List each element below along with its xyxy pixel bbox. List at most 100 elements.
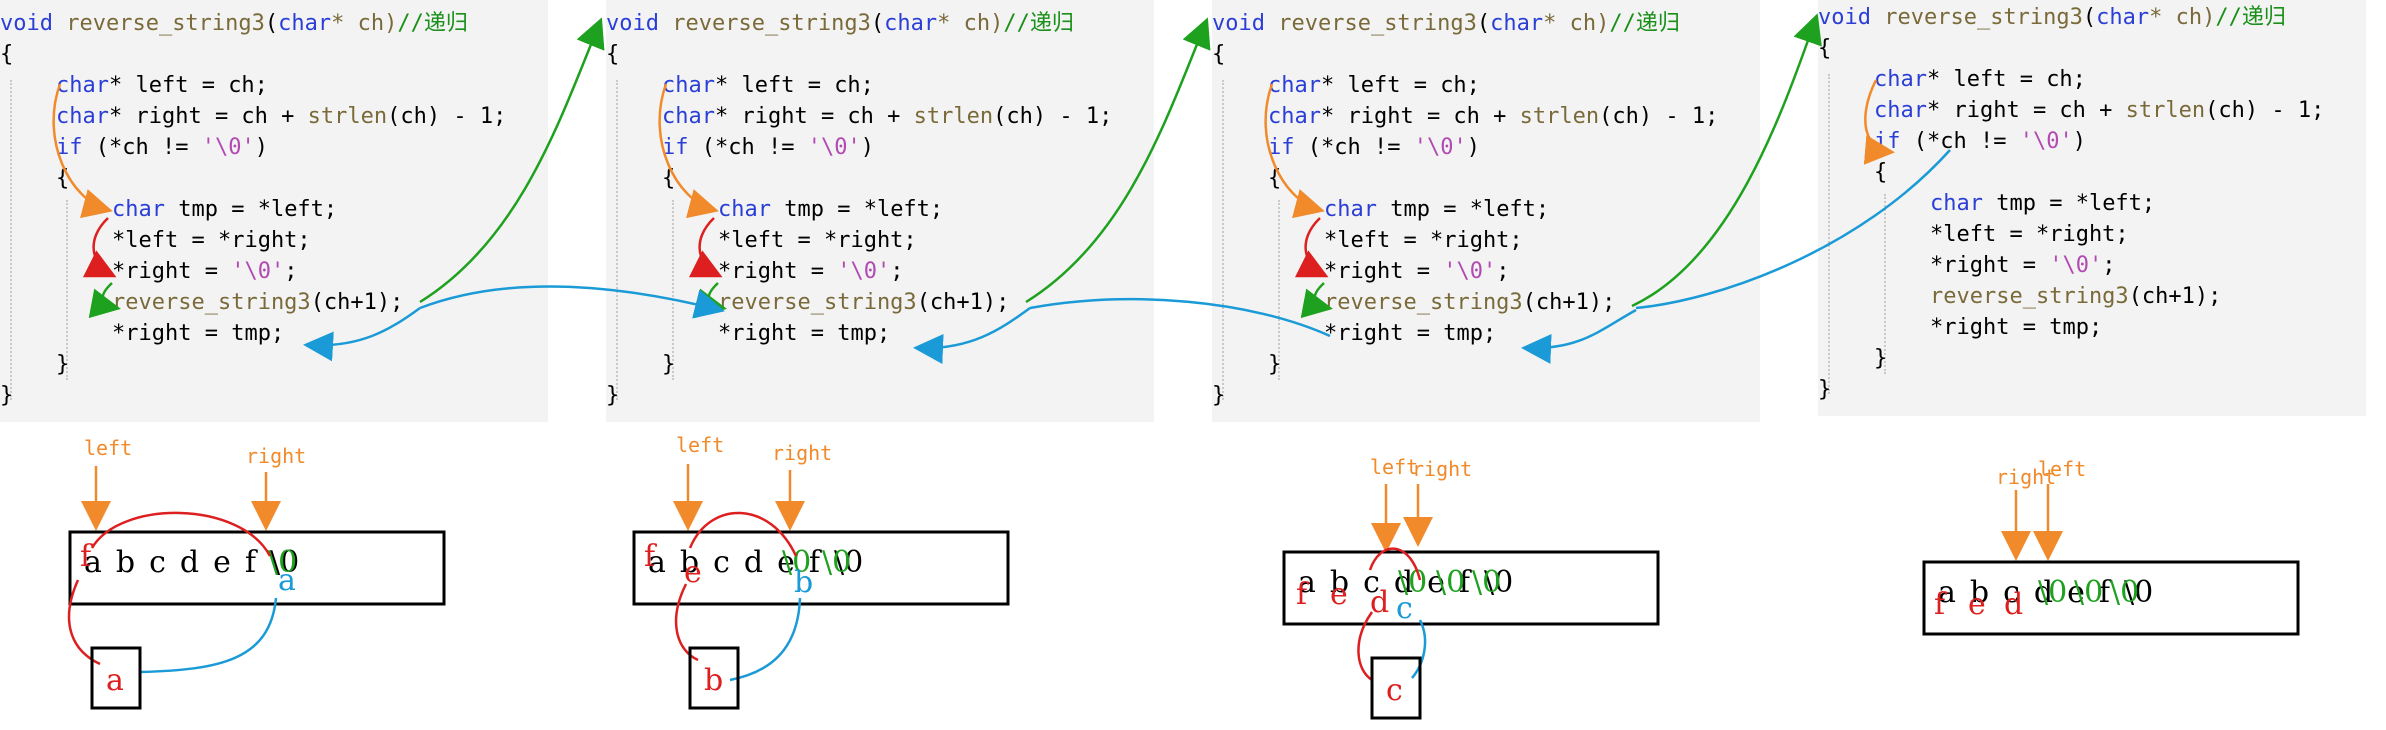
code-line-tmp: char tmp = *left;: [1930, 191, 2156, 216]
overlay-red-1: f: [1296, 577, 1309, 612]
overlay-green-2: \0: [2074, 575, 2103, 610]
code-line-left-decl: char* left = ch;: [662, 73, 874, 98]
right-pointer-label: right: [1996, 465, 2056, 489]
code-line-signature: void reverse_string3(char* ch)//递归: [1818, 5, 2286, 30]
overlay-green-1: \0: [782, 545, 811, 580]
string-box: [632, 530, 1010, 606]
code-line-right-null: *right = '\0';: [1324, 259, 1510, 284]
string-box: [1282, 550, 1660, 626]
code-line-right-tmp: *right = tmp;: [1324, 321, 1497, 346]
code-line-tmp: char tmp = *left;: [112, 197, 338, 222]
indent-guide-inner: [66, 200, 68, 380]
overlay-red-3: d: [1370, 585, 1389, 620]
overlay-green-3: \0: [2110, 575, 2139, 610]
code-line-right-tmp: *right = tmp;: [1930, 315, 2103, 340]
flow-arrows-panel-2: [658, 17, 1211, 319]
overlay-blue: a: [278, 563, 296, 598]
overlay-red-1: f: [1934, 587, 1947, 622]
code-line-recursive-call: reverse_string3(ch+1);: [718, 290, 1010, 315]
right-pointer-label: right: [246, 444, 306, 468]
return-arrows: [303, 149, 1951, 364]
flow-arrows-panel-3: [1264, 13, 1822, 319]
code-line-left-decl: char* left = ch;: [56, 73, 268, 98]
code-line-brace-close: }: [606, 383, 620, 408]
code-line-right-tmp: *right = tmp;: [112, 321, 285, 346]
overlay-red-3: d: [2004, 587, 2023, 622]
overlay-green-2: \0: [1436, 565, 1465, 600]
code-line-brace-close: }: [0, 383, 14, 408]
overlay-blue: c: [1396, 591, 1413, 626]
code-line-left-decl: char* left = ch;: [1268, 73, 1480, 98]
code-line-right-null: *right = '\0';: [112, 259, 298, 284]
code-line-brace-open: {: [1212, 42, 1226, 67]
tmp-value: a: [106, 663, 124, 698]
code-line-right-decl: char* right = ch + strlen(ch) - 1;: [662, 104, 1113, 129]
tmp-value: b: [704, 663, 723, 698]
code-line-recursive-call: reverse_string3(ch+1);: [1324, 290, 1616, 315]
code-line-signature: void reverse_string3(char* ch)//递归: [1212, 11, 1680, 36]
overlay-red-2: e: [1968, 587, 1986, 622]
indent-guide-outer: [616, 80, 618, 400]
flow-arrows-panel-4: [1863, 79, 1895, 165]
tmp-box: [688, 646, 740, 710]
indent-guide-inner: [672, 200, 674, 380]
code-line-tmp: char tmp = *left;: [1324, 197, 1550, 222]
code-line-if-brace-open: {: [1874, 160, 1888, 185]
code-line-if-brace-close: }: [1874, 346, 1888, 371]
overlay-red: f: [80, 539, 93, 574]
right-pointer-label: right: [772, 441, 832, 465]
left-pointer-label: left: [2038, 457, 2086, 481]
overlay-green-1: \0: [1398, 565, 1427, 600]
indent-guide-outer: [10, 80, 12, 400]
code-line-if-brace-close: }: [56, 352, 70, 377]
code-line-right-null: *right = '\0';: [718, 259, 904, 284]
overlay-green-1: \0: [2038, 575, 2067, 610]
code-line-right-tmp: *right = tmp;: [718, 321, 891, 346]
code-line-if-brace-close: }: [662, 352, 676, 377]
code-line-if: if (*ch != '\0'): [56, 135, 268, 160]
code-line-left-assign: *left = *right;: [718, 228, 917, 253]
code-line-brace-close: }: [1818, 377, 1832, 402]
indent-guide-inner: [1278, 200, 1280, 380]
code-line-left-assign: *left = *right;: [112, 228, 311, 253]
left-pointer-label: left: [84, 436, 132, 460]
code-line-right-decl: char* right = ch + strlen(ch) - 1;: [56, 104, 507, 129]
code-line-right-decl: char* right = ch + strlen(ch) - 1;: [1268, 104, 1719, 129]
string-box: [1922, 560, 2300, 636]
tmp-box: [90, 646, 142, 710]
overlay-green-3: \0: [1472, 565, 1501, 600]
code-line-recursive-call: reverse_string3(ch+1);: [1930, 284, 2222, 309]
code-line-if: if (*ch != '\0'): [1268, 135, 1480, 160]
overlay-red-1: f: [644, 539, 657, 574]
code-line-signature: void reverse_string3(char* ch)//递归: [606, 11, 1074, 36]
code-line-right-decl: char* right = ch + strlen(ch) - 1;: [1874, 98, 2325, 123]
code-line-if-brace-close: }: [1268, 352, 1282, 377]
left-pointer-label: left: [676, 433, 724, 457]
code-line-tmp: char tmp = *left;: [718, 197, 944, 222]
tmp-value: c: [1386, 673, 1403, 708]
tmp-box: [1370, 656, 1422, 720]
code-line-brace-close: }: [1212, 383, 1226, 408]
indent-guide-outer: [1222, 80, 1224, 400]
code-line-right-null: *right = '\0';: [1930, 253, 2116, 278]
right-pointer-label: right: [1412, 457, 1472, 481]
code-line-left-assign: *left = *right;: [1324, 228, 1523, 253]
code-line-brace-open: {: [0, 42, 14, 67]
code-line-recursive-call: reverse_string3(ch+1);: [112, 290, 404, 315]
code-panel-call-4: void reverse_string3(char* ch)//递归 { cha…: [1818, 0, 2366, 416]
overlay-blue: b: [794, 565, 813, 600]
string-box: [68, 530, 446, 606]
code-line-signature: void reverse_string3(char* ch)//递归: [0, 11, 468, 36]
code-line-left-assign: *left = *right;: [1930, 222, 2129, 247]
overlay-red-2: e: [1330, 577, 1348, 612]
code-line-left-decl: char* left = ch;: [1874, 67, 2086, 92]
